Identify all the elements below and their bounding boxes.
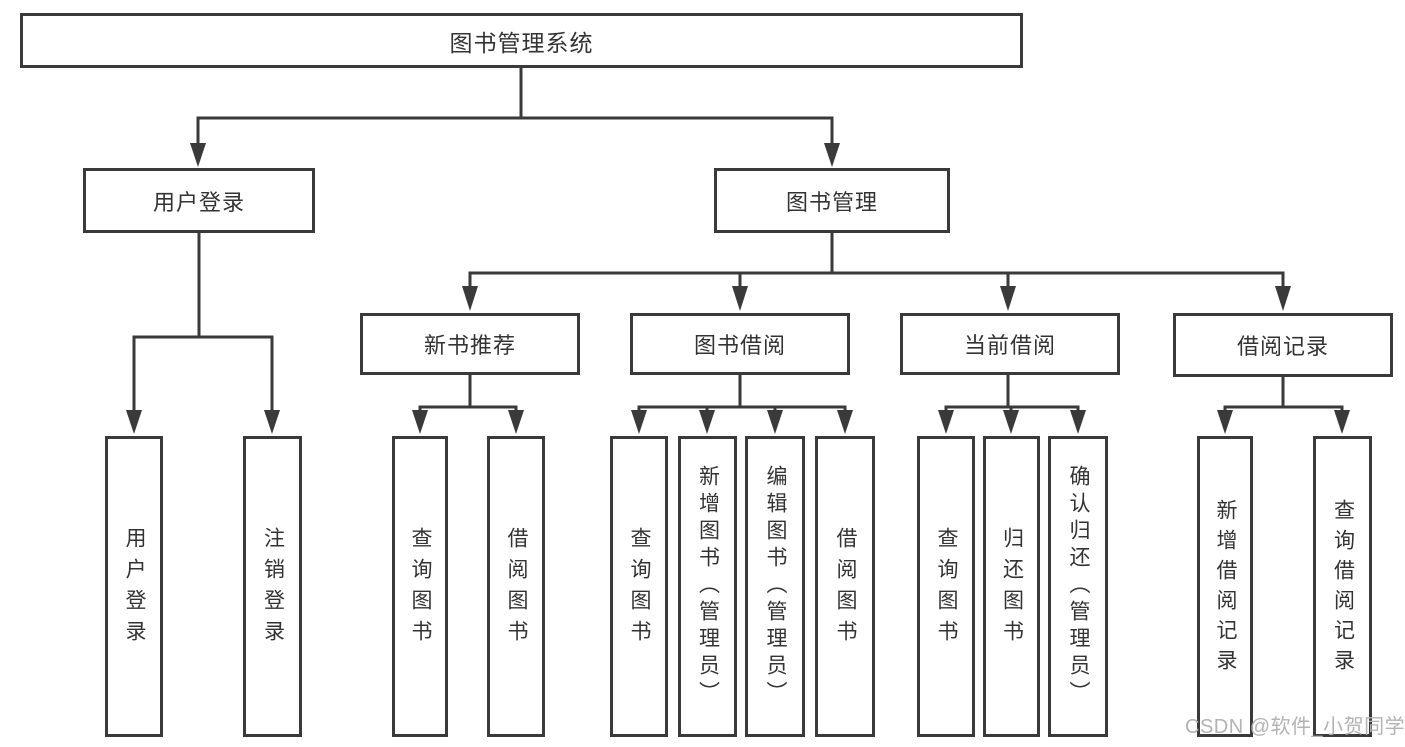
- node-label: 新书推荐: [423, 333, 516, 358]
- node-label: 借阅图书: [505, 526, 528, 651]
- node-leaf-return-books: 归还图书: [983, 436, 1040, 737]
- node-label: 查询借阅记录: [1331, 498, 1355, 679]
- node-label: 图书借阅: [693, 333, 786, 358]
- node-leaf-query-borrow-record: 查询借阅记录: [1313, 436, 1372, 737]
- node-label: 借阅图书: [834, 526, 857, 651]
- node-leaf-borrow-books-2: 借阅图书: [815, 436, 875, 737]
- node-leaf-query-books-1: 查询图书: [392, 436, 448, 737]
- node-leaf-add-book-admin: 新增图书（管理员）: [678, 436, 737, 737]
- node-leaf-borrow-books-1: 借阅图书: [487, 436, 545, 737]
- node-label: 新增借阅记录: [1214, 498, 1237, 679]
- node-leaf-logout: 注销登录: [243, 436, 302, 737]
- node-label: 查询图书: [409, 526, 432, 651]
- node-root: 图书管理系统: [20, 13, 1023, 68]
- node-label: 用户登录: [152, 189, 245, 215]
- node-label: 确认归还（管理员）: [1067, 465, 1090, 708]
- node-user-login: 用户登录: [83, 168, 315, 233]
- node-label: 注销登录: [261, 526, 285, 651]
- node-label: 新增图书（管理员）: [696, 465, 720, 708]
- node-label: 借阅记录: [1236, 334, 1329, 359]
- node-label: 查询图书: [935, 526, 958, 651]
- node-current-borrowing: 当前借阅: [900, 313, 1120, 375]
- node-leaf-query-books-2: 查询图书: [610, 436, 668, 737]
- node-label: 查询图书: [628, 526, 651, 651]
- node-borrowing-records: 借阅记录: [1173, 313, 1393, 377]
- node-label: 图书管理系统: [449, 29, 594, 56]
- node-label: 当前借阅: [963, 333, 1056, 358]
- node-leaf-edit-book-admin: 编辑图书（管理员）: [745, 436, 805, 737]
- node-label: 用户登录: [123, 526, 146, 651]
- csdn-watermark: CSDN @软件_小贺同学: [1185, 716, 1405, 738]
- node-label: 图书管理: [785, 189, 878, 215]
- node-label: 归还图书: [1000, 526, 1024, 651]
- node-leaf-confirm-return-admin: 确认归还（管理员）: [1048, 436, 1108, 737]
- node-leaf-query-books-3: 查询图书: [917, 436, 975, 737]
- node-book-management: 图书管理: [714, 168, 950, 233]
- node-label: 编辑图书（管理员）: [764, 465, 787, 708]
- node-new-book-recommend: 新书推荐: [360, 313, 580, 375]
- node-book-borrowing: 图书借阅: [630, 313, 850, 375]
- node-leaf-user-login: 用户登录: [105, 436, 163, 737]
- node-leaf-add-borrow-record: 新增借阅记录: [1197, 436, 1253, 737]
